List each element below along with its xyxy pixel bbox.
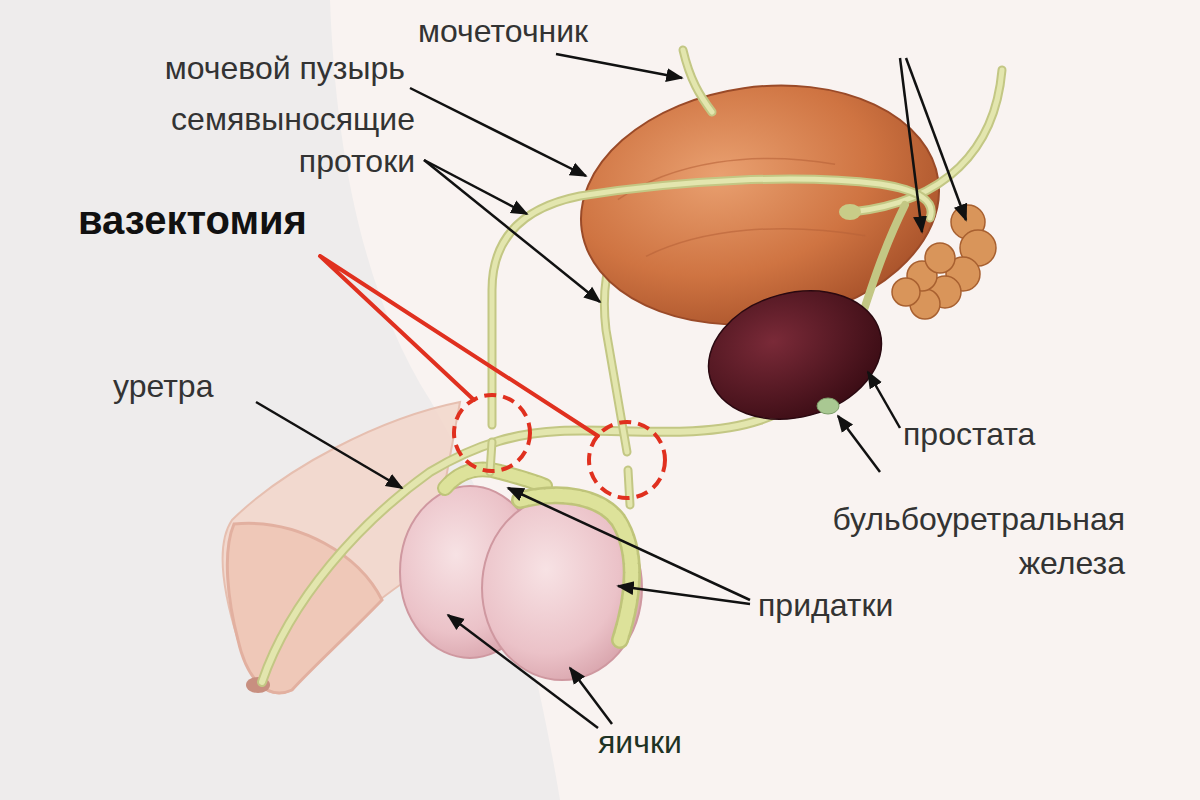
leader-line (508, 488, 750, 600)
ureter-outline (683, 50, 712, 112)
part-label: яички (598, 722, 682, 762)
glans (227, 523, 382, 693)
vesicle-lobe (892, 278, 920, 306)
leader-line (424, 160, 600, 302)
epididymis-outline (445, 469, 545, 488)
leader-line (868, 372, 900, 428)
leader-line (424, 160, 527, 214)
part-label: простата (903, 414, 1035, 454)
ejaculatory-duct (860, 205, 905, 322)
procedure-label: вазектомия (78, 196, 307, 244)
leader-line (838, 416, 880, 472)
vas-deferens (492, 179, 931, 425)
leader-line (570, 668, 612, 724)
vas-deferens-outline (490, 442, 492, 472)
leader-line (618, 586, 750, 604)
vesicle-lobe (925, 243, 955, 273)
ureter-opening (839, 204, 861, 220)
leader-line (906, 58, 966, 220)
cut-circle (454, 395, 530, 471)
prostate (694, 272, 896, 437)
epididymis (520, 495, 632, 640)
ureter (852, 70, 1002, 212)
part-label: семявыносящие протоки (95, 98, 415, 182)
part-label: мочеточник (418, 11, 588, 51)
leader-line (256, 402, 402, 488)
epididymis (445, 469, 545, 488)
vas-deferens (490, 442, 492, 472)
ureter (683, 50, 712, 112)
body-silhouette (330, 0, 1200, 800)
seminal-vesicles (892, 205, 996, 319)
urethra (262, 386, 806, 682)
part-label: мочевой пузырь (85, 48, 405, 88)
vas-deferens-outline (492, 179, 931, 425)
bladder-texture (615, 143, 866, 269)
leader-line (448, 615, 598, 728)
ureter-outline (852, 70, 1002, 212)
leader-line (410, 88, 586, 176)
leader-line (556, 54, 682, 78)
testis (482, 496, 642, 680)
part-label: бульбоуретральная железа (745, 497, 1125, 585)
bulbourethral-gland (817, 398, 839, 414)
leader-line (900, 58, 922, 232)
epididymis-outline (520, 495, 632, 640)
part-label: придатки (758, 585, 893, 625)
part-label: уретра (113, 366, 213, 406)
cut-circle (589, 422, 665, 498)
vasectomy-pointer (320, 256, 598, 436)
urethra-outline (262, 386, 806, 682)
